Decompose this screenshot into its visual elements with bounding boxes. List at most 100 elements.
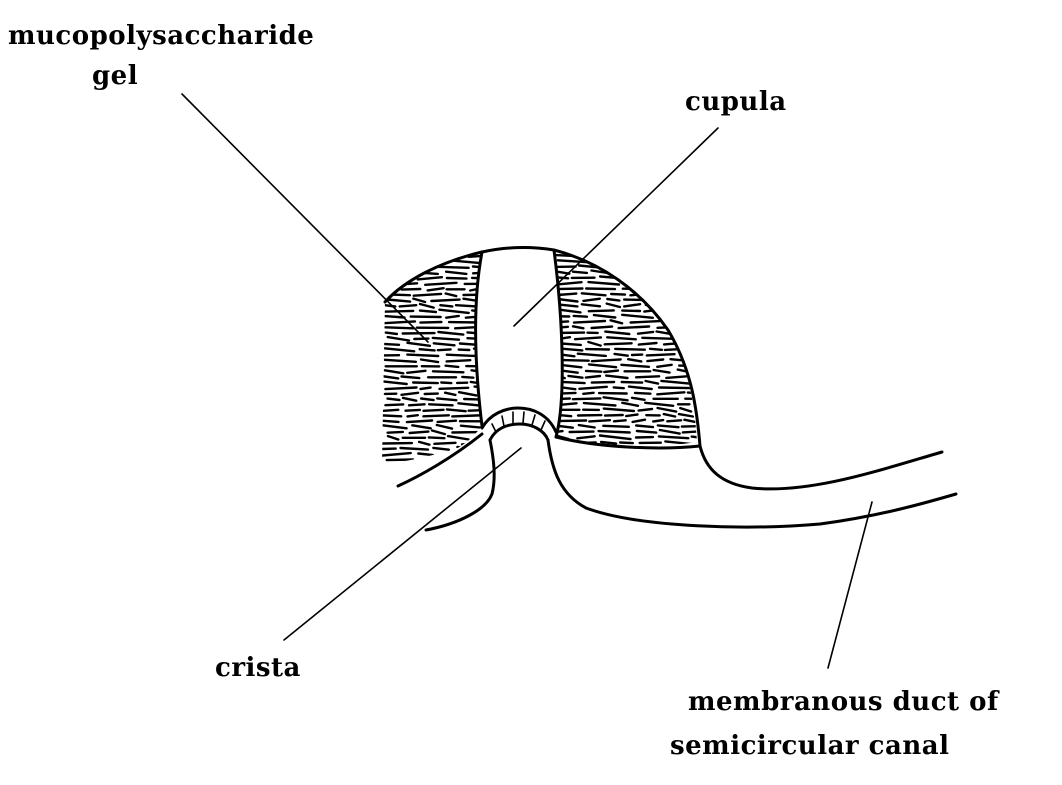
gel-hatch-dash	[550, 343, 581, 345]
gel-hatch-dash	[658, 293, 689, 296]
gel-hatch-dash	[384, 348, 414, 351]
gel-hatch-dash	[692, 254, 702, 257]
gel-hatch-dash	[577, 436, 594, 438]
gel-hatch-dash	[432, 431, 445, 435]
gel-hatch-dash	[406, 410, 420, 411]
gel-hatch-dash	[428, 288, 444, 290]
gel-hatch-dash	[434, 343, 455, 345]
gel-hatch-dash	[384, 382, 407, 384]
gel-hatch-dash	[665, 441, 693, 444]
gel-hatch-dash	[698, 277, 710, 278]
gel-hatch-dash	[388, 432, 403, 433]
ampulla-wall-right	[548, 440, 956, 527]
gel-hatch-dash	[684, 420, 695, 422]
gel-hatch-dash	[557, 448, 589, 449]
gel-hatch-dash	[407, 355, 438, 356]
gel-hatch-dash	[684, 310, 705, 312]
gel-hatch-dash	[589, 310, 614, 311]
gel-hatch-dash	[455, 327, 474, 328]
gel-hatch-dash	[636, 426, 653, 428]
label-gel-line1: mucopolysaccharide	[8, 21, 314, 51]
gel-hatch-dash	[660, 430, 680, 434]
gel-hatch-dash	[387, 460, 413, 461]
gel-hatch-dash	[386, 272, 404, 273]
gel-hatch-dash	[665, 349, 688, 350]
gel-hatch-dash	[420, 311, 436, 312]
gel-hatch-dash	[573, 326, 583, 328]
gel-hatch-dash	[586, 371, 601, 372]
gel-hatch-dash	[659, 436, 688, 438]
gel-hatch-dash	[573, 272, 587, 273]
gel-hatch-dash	[684, 267, 706, 268]
gel-hatch-dash	[556, 348, 582, 350]
gel-hatch-dash	[667, 420, 681, 421]
gel-hatch-dash	[696, 348, 724, 351]
gel-hatch-dash	[477, 376, 498, 378]
gel-hatch-dash	[413, 383, 438, 384]
gel-hatch-dash	[658, 425, 679, 427]
gel-hatch-dash	[626, 249, 648, 251]
gel-hatch-dash	[448, 436, 469, 439]
gel-hatch-dash	[639, 343, 657, 345]
gel-hatch-dash	[550, 298, 577, 301]
gel-hatch-dash	[469, 454, 486, 455]
label-cupula: cupula	[685, 87, 787, 117]
gel-hatch-dash	[654, 370, 670, 373]
gel-hatch-dash	[594, 249, 618, 252]
gel-hatch-dash	[698, 403, 717, 406]
gel-hatch-dash	[665, 321, 692, 322]
gel-hatch-dash	[409, 404, 425, 405]
gel-hatch-dash	[480, 305, 507, 306]
gel-hatch-dash	[615, 354, 628, 356]
gel-hatch-dash	[583, 299, 599, 301]
gel-hatch-dash	[657, 256, 683, 257]
gel-hatch-dash	[380, 289, 397, 290]
gel-hatch-dash	[388, 267, 402, 268]
gel-hatch-dash	[650, 349, 662, 350]
gel-hatch-dash	[473, 272, 492, 273]
gel-hatch-dash	[690, 326, 711, 328]
gel-hatch-dash	[420, 459, 431, 460]
gel-hatch-dash	[383, 425, 407, 428]
gel-hatch-dash	[657, 365, 671, 367]
gel-hatch-dash	[607, 299, 619, 301]
gel-hatch-dash	[429, 437, 445, 438]
gel-hatch-dash	[693, 387, 713, 388]
gel-hatch-dash	[638, 332, 653, 334]
gel-hatch-dash	[639, 409, 652, 411]
gel-hatch-dash	[401, 464, 419, 467]
gel-hatch-dash	[447, 355, 475, 356]
gel-hatch-dash	[552, 414, 571, 416]
gel-hatch-dash	[568, 376, 582, 378]
leader-crista	[284, 448, 521, 640]
gel-hatch-dash	[437, 267, 469, 268]
gel-hatch-dash	[462, 442, 489, 444]
gel-hatch-dash	[699, 376, 723, 378]
gel-hatch-dash	[624, 304, 640, 306]
gel-hatch-dash	[661, 381, 690, 384]
gel-hatch-dash	[473, 267, 495, 269]
gel-hatch-dash	[592, 382, 614, 383]
gel-hatch-dash	[407, 421, 432, 423]
gel-hatch-dash	[666, 376, 694, 378]
gel-hatch-dash	[692, 437, 703, 438]
gel-hatch-dash	[681, 353, 712, 356]
gel-hatch-dash	[594, 447, 608, 449]
gel-hatch-dash	[414, 294, 441, 296]
gel-hatch-dash	[418, 277, 442, 279]
gel-hatch-dash	[679, 414, 693, 416]
gel-hatch-dash	[620, 443, 633, 444]
gel-hatch-dash	[421, 399, 434, 401]
gel-hatch-dash	[452, 415, 483, 416]
gel-hatch-dash	[654, 298, 670, 301]
gel-hatch-dash	[631, 321, 660, 322]
gel-hatch-dash	[380, 415, 401, 416]
gel-hatch-dash	[672, 249, 696, 251]
gel-hatch-dash	[554, 403, 576, 405]
gel-hatch-dash	[600, 436, 631, 440]
gel-hatch-dash	[644, 283, 662, 285]
gel-hatch-dash	[383, 376, 398, 378]
gel-hatch-dash	[604, 409, 634, 411]
gel-hatch-dash	[605, 415, 623, 416]
gel-hatch-dash	[614, 420, 626, 421]
